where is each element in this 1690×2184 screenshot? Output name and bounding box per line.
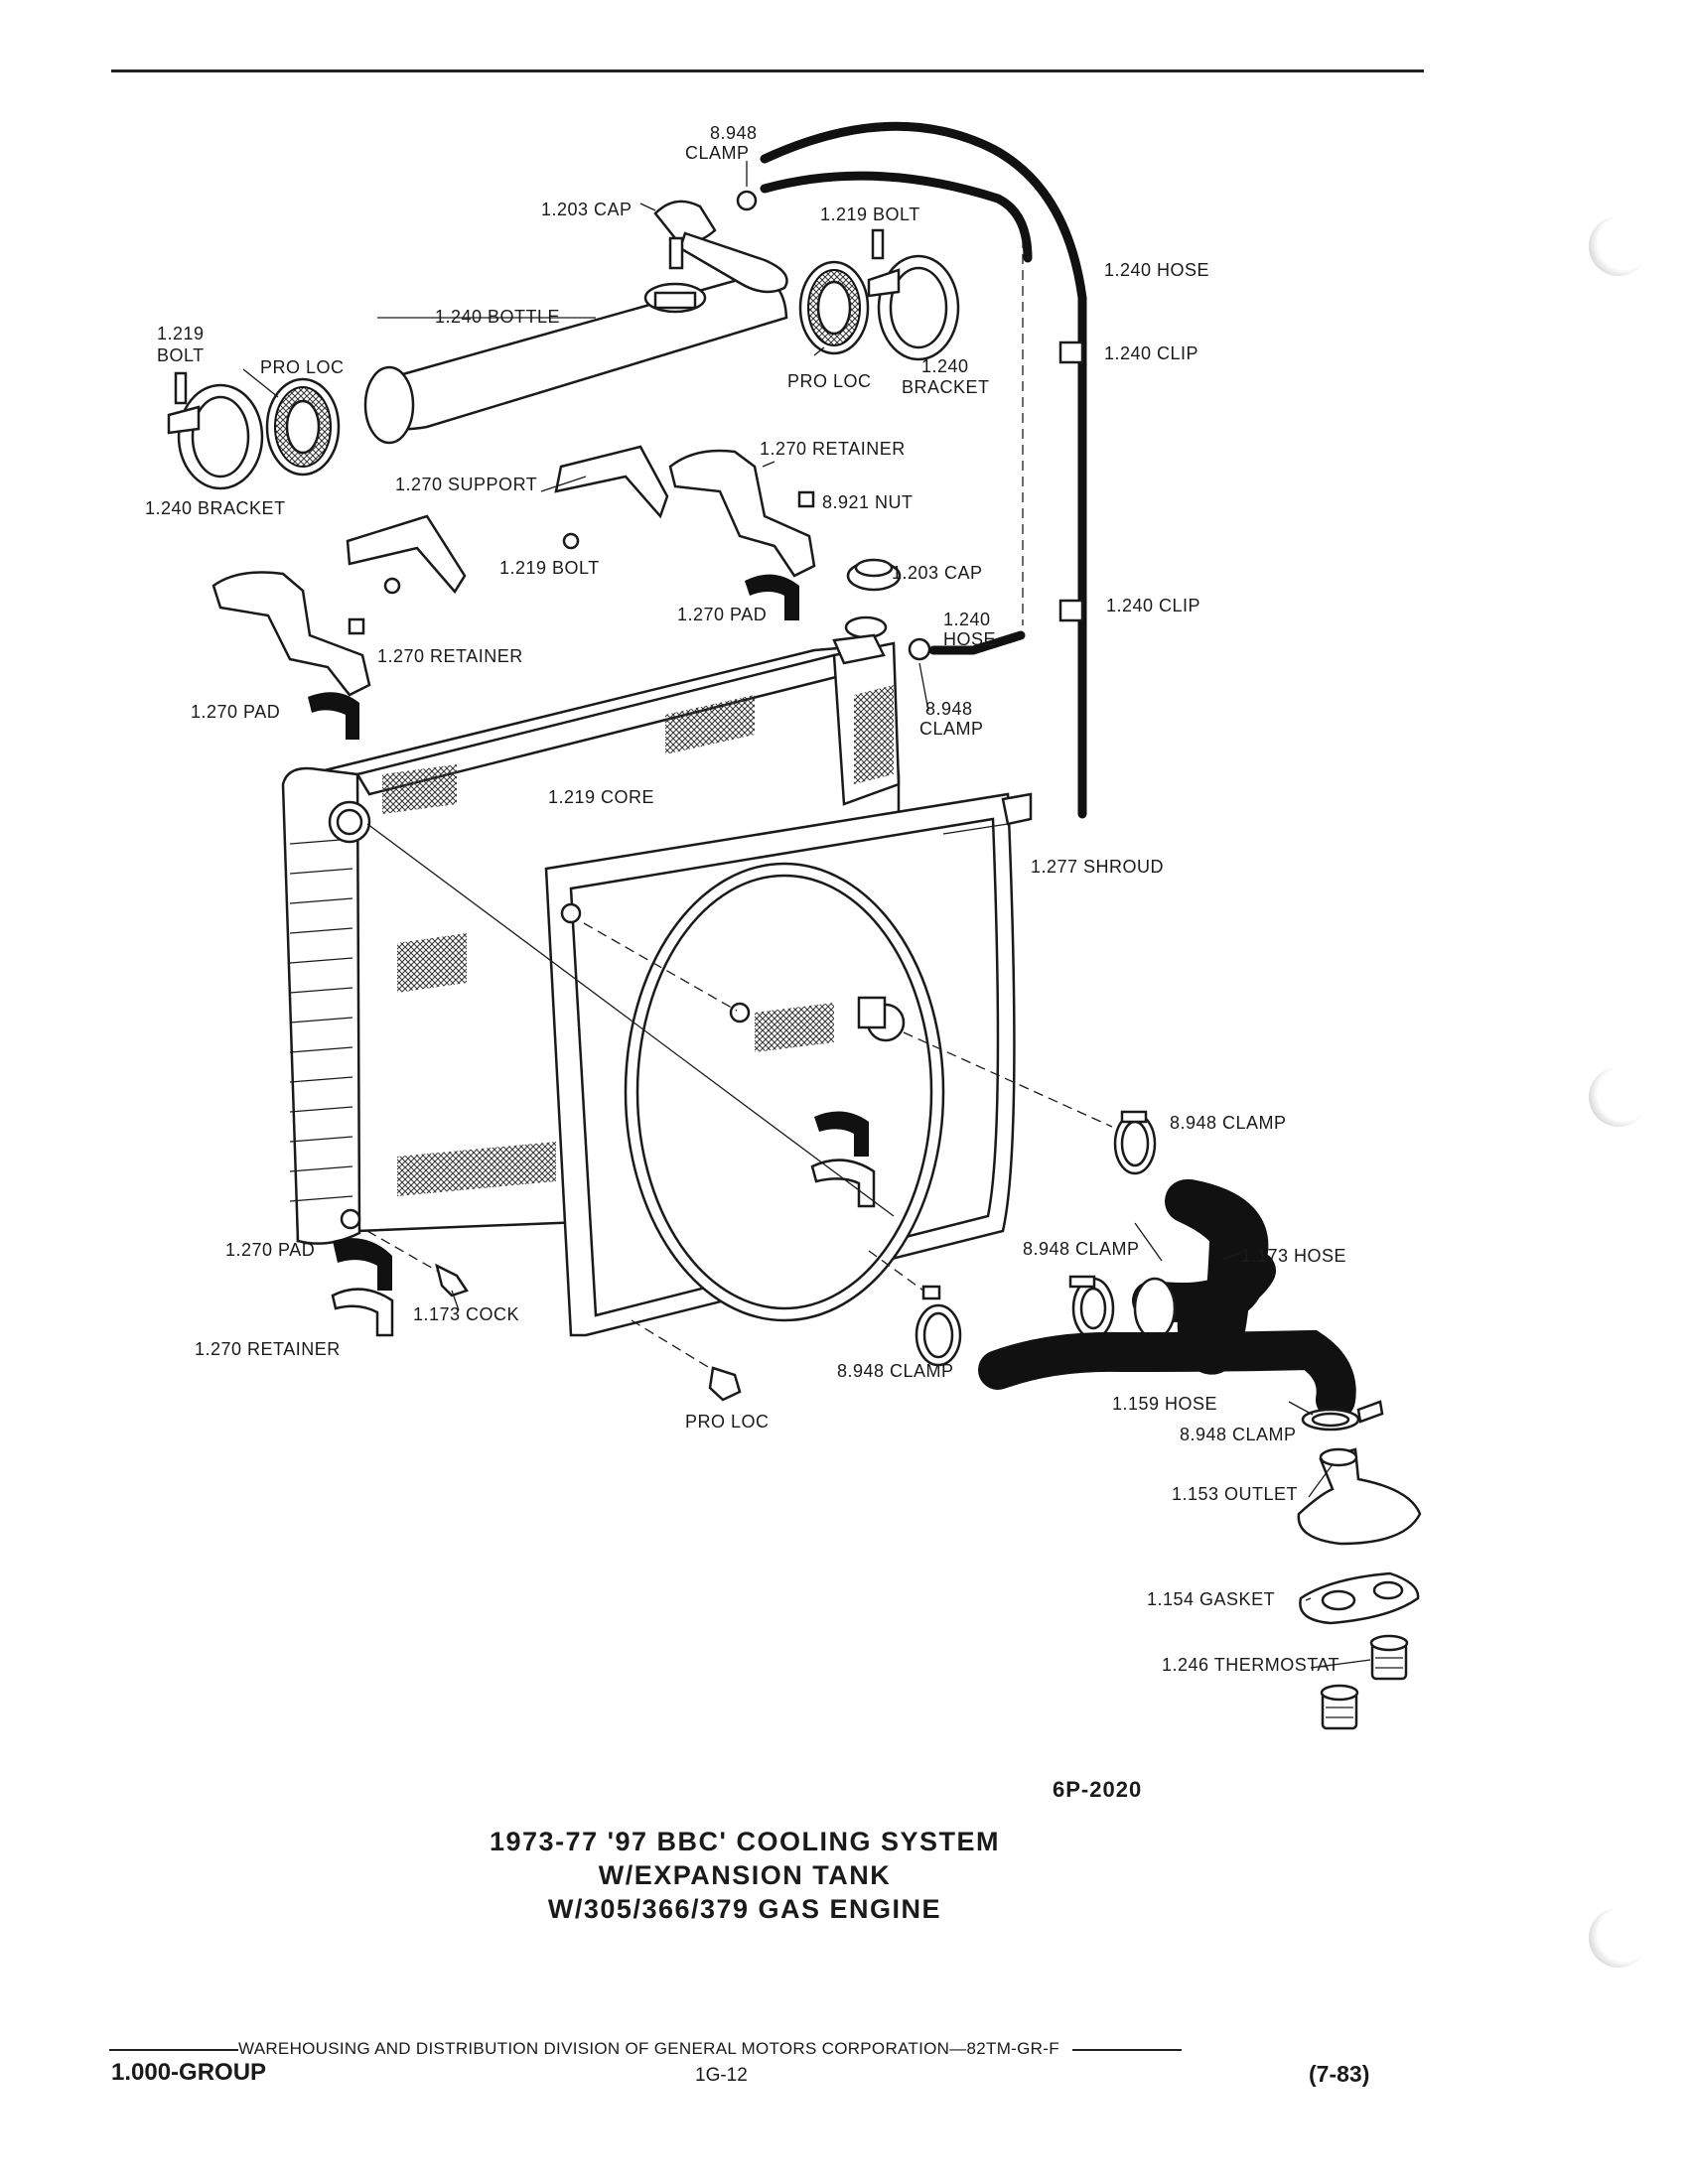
lower-pad <box>333 1238 392 1291</box>
label-hose-right: 1.240 HOSE <box>1104 260 1209 280</box>
label-clamp-radiator-1: 8.948 <box>925 699 973 719</box>
left-retainer <box>211 571 371 697</box>
outlet-gasket <box>1299 1571 1420 1625</box>
label-bracket-right-2: BRACKET <box>902 377 990 397</box>
label-pad-left: 1.270 PAD <box>191 702 280 722</box>
fan-shroud <box>544 792 1033 1337</box>
pro-loc-band-left <box>265 377 341 477</box>
thermostat-outlet <box>1297 1447 1422 1546</box>
label-bolt-top: 1.219 BOLT <box>820 205 920 224</box>
label-bracket-left: 1.240 BRACKET <box>145 498 286 518</box>
label-shroud: 1.277 SHROUD <box>1031 857 1164 877</box>
label-pad-upper: 1.270 PAD <box>677 605 767 624</box>
label-clip-upper: 1.240 CLIP <box>1104 343 1198 363</box>
pro-loc-bolt <box>631 1319 742 1402</box>
shroud-pads <box>729 1002 876 1208</box>
label-thermostat: 1.246 THERMOSTAT <box>1162 1655 1339 1675</box>
cooling-system-diagram: 8.948 CLAMP 1.203 CAP 1.219 BOLT 1.240 H… <box>145 121 1422 1730</box>
clamp-radiator-neck <box>908 637 931 661</box>
binder-hole-middle <box>1589 1067 1648 1127</box>
footer-line: WAREHOUSING AND DISTRIBUTION DIVISION OF… <box>109 2039 1430 2059</box>
radiator-fins-left <box>289 838 353 1202</box>
clamp-fan <box>915 1285 962 1367</box>
top-clamp <box>736 161 758 211</box>
label-hose-small-1: 1.240 <box>943 610 991 629</box>
label-clamp-upper-hose: 8.948 CLAMP <box>1170 1113 1287 1133</box>
hose-connector <box>1068 1275 1177 1340</box>
thermostat-2 <box>1320 1684 1359 1730</box>
label-hose-small-2: HOSE <box>943 629 996 649</box>
left-pad <box>308 692 359 740</box>
label-support: 1.270 SUPPORT <box>395 475 537 494</box>
label-core: 1.219 CORE <box>548 787 654 807</box>
label-clamp-lower-left: 8.948 CLAMP <box>1023 1239 1140 1259</box>
label-pro-loc-left: PRO LOC <box>260 357 345 377</box>
pro-loc-band-right <box>798 260 870 355</box>
label-retainer-lower: 1.270 RETAINER <box>195 1339 341 1359</box>
label-hose-lower: 1.159 HOSE <box>1112 1394 1217 1414</box>
bracket-right <box>867 228 960 361</box>
label-pro-loc-mid: PRO LOC <box>787 371 872 391</box>
label-retainer-left: 1.270 RETAINER <box>377 646 523 666</box>
label-cap-top: 1.203 CAP <box>541 200 633 219</box>
label-clamp-outlet: 8.948 CLAMP <box>1180 1425 1297 1444</box>
label-outlet: 1.153 OUTLET <box>1172 1484 1298 1504</box>
part-labels: 8.948 CLAMP 1.203 CAP 1.219 BOLT 1.240 H… <box>145 123 1346 1675</box>
label-bolt-left-2: BOLT <box>157 345 205 365</box>
label-bolt-left-1: 1.219 <box>157 324 205 343</box>
bottle-cap <box>653 200 788 294</box>
clamp-outlet <box>1301 1400 1384 1432</box>
lower-retainer <box>331 1288 394 1337</box>
label-gasket: 1.154 GASKET <box>1147 1589 1275 1609</box>
expansion-bottle <box>363 276 788 445</box>
label-clamp-fan: 8.948 CLAMP <box>837 1361 954 1381</box>
footer-text: WAREHOUSING AND DISTRIBUTION DIVISION OF… <box>238 2039 1059 2058</box>
label-pro-loc-bottom: PRO LOC <box>685 1412 770 1432</box>
binder-hole-top <box>1589 216 1648 276</box>
top-rule <box>111 69 1424 72</box>
assembly-lines <box>242 203 1371 1669</box>
label-nut: 8.921 NUT <box>822 492 914 512</box>
label-cap-radiator: 1.203 CAP <box>892 563 983 583</box>
binder-hole-bottom <box>1589 1908 1648 1968</box>
label-hose-upper: 1.173 HOSE <box>1241 1246 1346 1266</box>
upper-pad <box>745 574 799 620</box>
figure-id: 6P-2020 <box>1053 1777 1143 1802</box>
footer-page-number: 1G-12 <box>695 2065 748 2086</box>
label-clamp-top-2: CLAMP <box>685 143 750 163</box>
caption-line-1: 1973-77 '97 BBC' COOLING SYSTEM <box>490 1827 1000 1856</box>
label-clamp-top-1: 8.948 <box>710 123 758 143</box>
upper-retainer <box>668 449 816 578</box>
label-clamp-radiator-2: CLAMP <box>919 719 984 739</box>
lower-radiator-hose <box>978 1329 1356 1420</box>
footer-revision: (7-83) <box>1309 2061 1370 2087</box>
caption-line-3: W/305/366/379 GAS ENGINE <box>547 1894 942 1924</box>
overflow-hose <box>760 121 1087 819</box>
footer-group: 1.000-GROUP <box>111 2059 267 2086</box>
caption-line-2: W/EXPANSION TANK <box>598 1860 892 1890</box>
bracket-left <box>167 371 264 490</box>
label-pad-lower: 1.270 PAD <box>225 1240 315 1260</box>
radiator-cap <box>844 558 902 639</box>
label-retainer-upper: 1.270 RETAINER <box>760 439 906 459</box>
label-bottle: 1.240 BOTTLE <box>435 307 560 327</box>
label-bolt-support: 1.219 BOLT <box>499 558 600 578</box>
label-cock: 1.173 COCK <box>413 1304 519 1324</box>
label-bracket-right-1: 1.240 <box>921 356 969 376</box>
thermostat-1 <box>1369 1634 1409 1681</box>
clamp-upper-hose <box>1113 1110 1157 1175</box>
support-brackets <box>346 445 669 595</box>
drain-cock <box>435 1263 469 1311</box>
label-clip-lower: 1.240 CLIP <box>1106 596 1200 615</box>
